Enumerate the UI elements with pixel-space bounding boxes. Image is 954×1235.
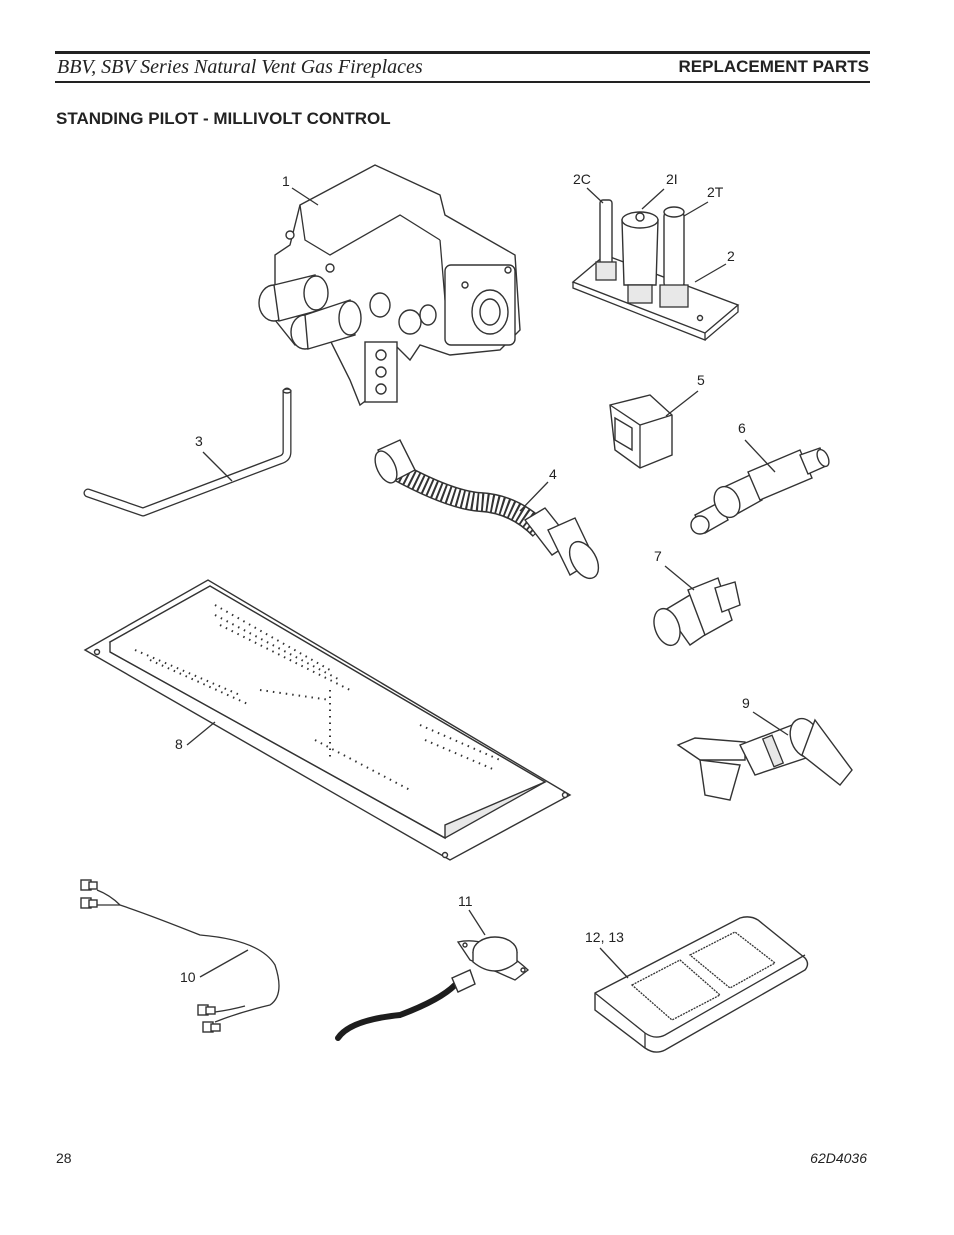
- page-number: 28: [56, 1150, 72, 1166]
- callout-11: 11: [458, 893, 473, 909]
- part-5-rocker-switch: [609, 394, 673, 469]
- burner-port-dots: [134, 604, 501, 791]
- leader-10: [199, 949, 249, 978]
- callout-2t: 2T: [707, 184, 724, 200]
- document-id: 62D4036: [810, 1150, 867, 1166]
- part-12-13-remote: [594, 916, 809, 1053]
- part-1-gas-valve: [258, 164, 521, 407]
- callout-6: 6: [738, 420, 746, 436]
- callout-2: 2: [727, 248, 735, 264]
- callout-2c: 2C: [573, 171, 591, 187]
- callout-7: 7: [654, 548, 662, 564]
- callout-4: 4: [549, 466, 557, 482]
- part-6-piezo-igniter: [690, 447, 830, 535]
- callout-5: 5: [697, 372, 705, 388]
- leader-1: [291, 187, 319, 206]
- callout-9: 9: [742, 695, 750, 711]
- callout-1: 1: [282, 173, 290, 189]
- callout-3: 3: [195, 433, 203, 449]
- header-rule-top: [55, 51, 870, 54]
- leader-2: [694, 263, 727, 283]
- section-title: REPLACEMENT PARTS: [678, 57, 869, 76]
- leader-2t: [683, 201, 709, 217]
- leader-9: [752, 711, 789, 736]
- part-7-fitting: [653, 577, 741, 647]
- leader-4: [519, 481, 549, 512]
- leader-7: [664, 565, 695, 591]
- part-4-flex-connector: [374, 439, 600, 580]
- callout-10: 10: [180, 969, 196, 985]
- header-rule-bottom: [55, 81, 870, 83]
- part-8-burner: [83, 579, 572, 861]
- part-9-pilot-hood: [676, 717, 853, 801]
- part-10-wire-harness: [80, 879, 280, 1033]
- part-3-pilot-tube: [83, 387, 292, 517]
- leader-8: [186, 721, 216, 746]
- callout-2i: 2I: [666, 171, 678, 187]
- callout-8: 8: [175, 736, 183, 752]
- leader-2i: [641, 188, 665, 210]
- diagram-title: STANDING PILOT - MILLIVOLT CONTROL: [56, 109, 391, 128]
- leader-11: [468, 909, 486, 936]
- part-11-thermodisc: [335, 936, 530, 1041]
- series-title: BBV, SBV Series Natural Vent Gas Firepla…: [57, 56, 423, 78]
- callout-12-13: 12, 13: [585, 929, 624, 945]
- leader-2c: [586, 187, 604, 204]
- leader-12-13: [599, 947, 629, 979]
- part-2-pilot-assembly: [571, 199, 740, 341]
- leader-3: [202, 451, 233, 482]
- leader-5: [665, 390, 699, 417]
- leader-6: [744, 439, 776, 473]
